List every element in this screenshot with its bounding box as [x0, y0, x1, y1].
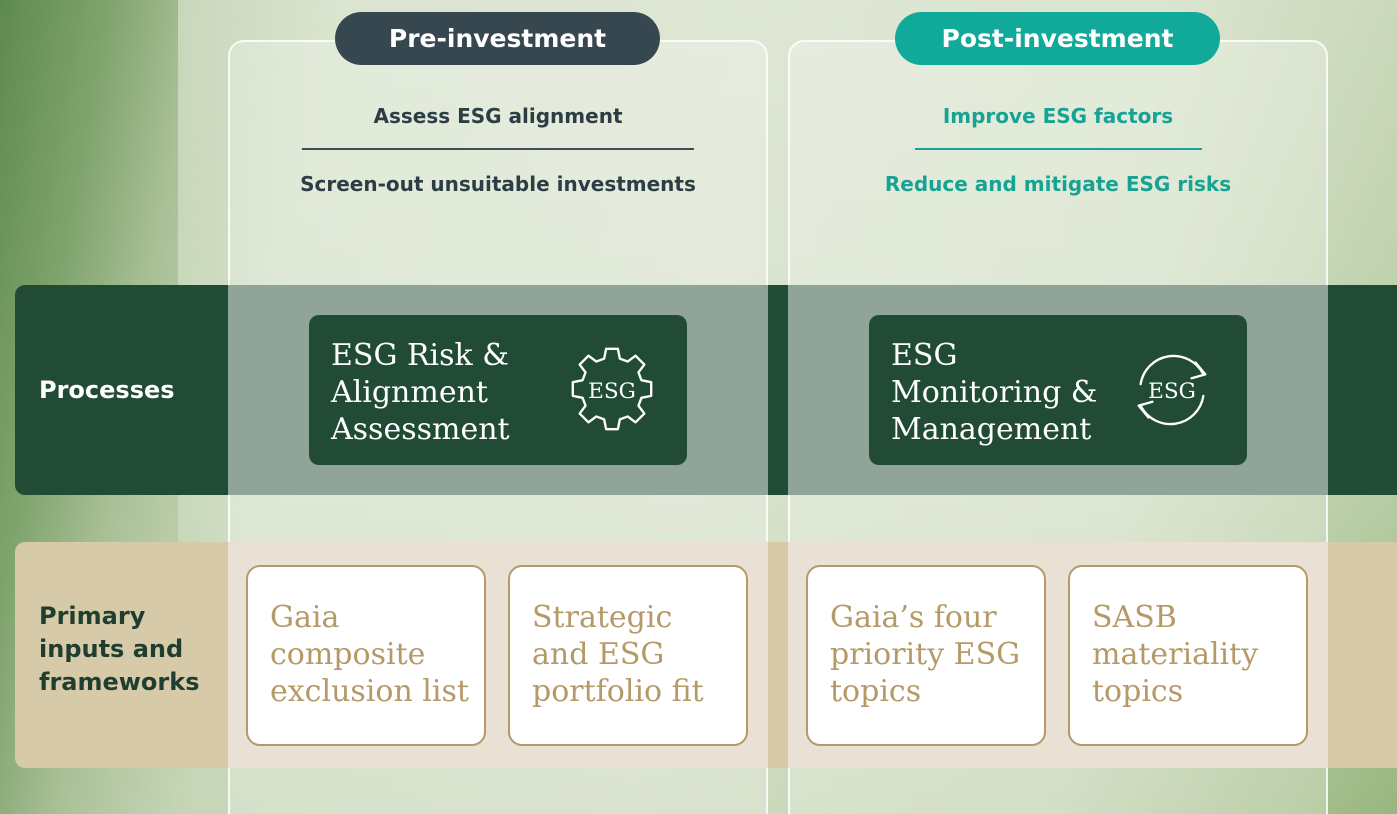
- cycle-esg-icon: ESG: [1137, 354, 1207, 426]
- pre-icon-text: ESG: [588, 379, 636, 404]
- pre-input-2-text: Strategic and ESG portfolio fit: [532, 600, 704, 709]
- post-goal-1: Improve ESG factors: [942, 104, 1174, 128]
- post-input-card-2: SASB materiality topics: [1068, 565, 1308, 746]
- post-goal-2: Reduce and mitigate ESG risks: [884, 172, 1232, 196]
- post-process-title: ESG Monitoring & Management: [891, 338, 1098, 447]
- processes-row-label: Processes: [39, 376, 175, 404]
- post-goal-divider: [915, 148, 1202, 150]
- pre-investment-column: Assess ESG alignment Screen-out unsuitab…: [228, 40, 768, 814]
- pre-investment-header: Pre-investment: [335, 12, 660, 65]
- pre-input-card-1: Gaia composite exclusion list: [246, 565, 486, 746]
- gear-esg-icon: ESG: [571, 347, 653, 431]
- post-process-card: ESG Monitoring & Management ESG: [869, 315, 1247, 465]
- pre-input-1-text: Gaia composite exclusion list: [270, 600, 469, 709]
- pre-process-card: ESG Risk & Alignment Assessment ESG: [309, 315, 687, 465]
- pre-input-card-2: Strategic and ESG portfolio fit: [508, 565, 748, 746]
- post-investment-header: Post-investment: [895, 12, 1220, 65]
- post-input-1-text: Gaia’s four priority ESG topics: [830, 600, 1021, 709]
- pre-goal-1: Assess ESG alignment: [373, 104, 623, 128]
- inputs-row-label: Primary inputs and frameworks: [39, 602, 200, 696]
- pre-goal-2: Screen-out unsuitable investments: [300, 172, 696, 196]
- pre-process-title: ESG Risk & Alignment Assessment: [331, 338, 510, 447]
- post-icon-text: ESG: [1148, 379, 1196, 404]
- post-investment-column: Improve ESG factors Reduce and mitigate …: [788, 40, 1328, 814]
- post-input-card-1: Gaia’s four priority ESG topics: [806, 565, 1046, 746]
- pre-goal-divider: [302, 148, 694, 150]
- post-input-2-text: SASB materiality topics: [1092, 600, 1259, 709]
